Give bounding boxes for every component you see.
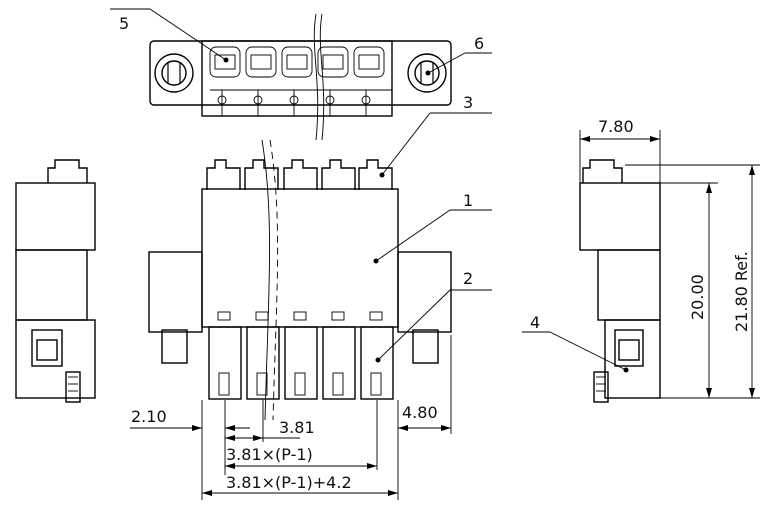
callout-4: 4 <box>530 313 540 332</box>
callout-5: 5 <box>119 14 129 33</box>
top-view: 5 6 <box>110 8 492 141</box>
dim-height-ref: 21.80 Ref. <box>732 251 751 332</box>
right-side-view: 4 7.80 20.00 21.80 Ref. <box>522 117 760 403</box>
callout-1: 1 <box>463 191 473 210</box>
dim-flange-width: 4.80 <box>402 403 438 422</box>
callout-3: 3 <box>463 93 473 112</box>
dim-side-width: 7.80 <box>598 117 634 136</box>
dim-height: 20.00 <box>688 274 707 320</box>
dim-pitch-span: 3.81×(P-1) <box>226 445 313 464</box>
left-side-view <box>15 159 96 403</box>
dim-pitch: 3.81 <box>279 418 315 437</box>
callout-2: 2 <box>463 269 473 288</box>
dim-overall-span: 3.81×(P-1)+4.2 <box>226 473 352 492</box>
callout-6: 6 <box>474 34 484 53</box>
dim-edge-offset: 2.10 <box>131 407 167 426</box>
front-view: 3 1 2 <box>130 93 492 500</box>
